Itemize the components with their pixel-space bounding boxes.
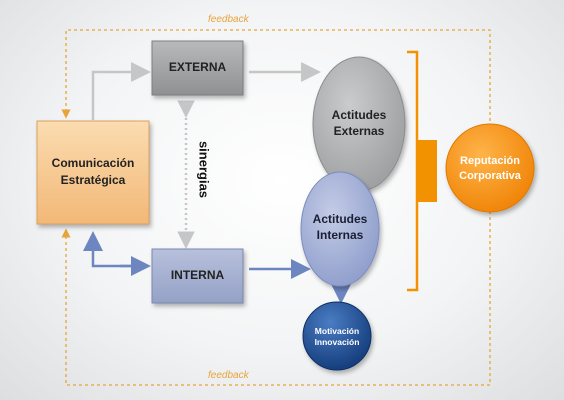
feedback-bottom-line (61, 211, 491, 386)
feedback-top-label: feedback (208, 14, 249, 25)
arrow-interna-comunicacion (83, 231, 148, 268)
externa-box (151, 40, 244, 96)
bracket-connector (418, 140, 437, 202)
feedback-bottom-label: feedback (208, 370, 249, 381)
arrow-comunicacion-to-externa (91, 62, 151, 120)
feedback-top-line (61, 29, 491, 127)
externa-label: EXTERNA (168, 60, 227, 74)
interna-box (151, 248, 244, 304)
interna-label: INTERNA (170, 268, 225, 282)
reputacion-label: Reputación Corporativa (459, 155, 521, 182)
actitudes-internas-ellipse (300, 171, 380, 287)
comunicacion-box (36, 120, 150, 225)
comunicacion-label: Comunicación Estratégica (51, 156, 135, 187)
sinergias-label: sinergias (196, 140, 212, 199)
actitudes-internas-label: Actitudes Internas (312, 212, 368, 242)
reputacion-circle (445, 123, 535, 213)
motivacion-label: Motivación Innovación (314, 326, 360, 347)
motivacion-circle (302, 301, 372, 371)
reputacion-bracket (407, 50, 419, 292)
actitudes-externas-label: Actitudes Externas (331, 108, 387, 138)
